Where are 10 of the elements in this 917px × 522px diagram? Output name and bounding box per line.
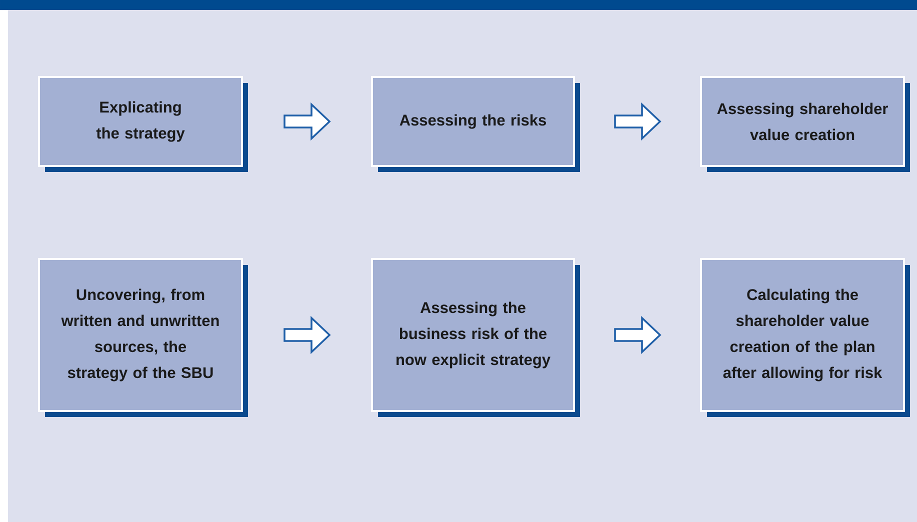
arrow — [284, 102, 331, 141]
process-box: Assessing the business risk of the now explicit strategy — [371, 258, 580, 417]
arrow — [614, 102, 662, 141]
process-box: Uncovering, from written and unwritten sources, the strategy of the SBU — [38, 258, 248, 417]
arrow — [614, 316, 662, 354]
process-box: Explicating the strategy — [38, 76, 248, 172]
process-box: Assessing shareholder value creation — [700, 76, 910, 172]
process-box: Calculating the shareholder value creation of the plan after allowing for risk — [700, 258, 910, 417]
arrow — [284, 316, 331, 354]
process-box: Assessing the risks — [371, 76, 580, 172]
